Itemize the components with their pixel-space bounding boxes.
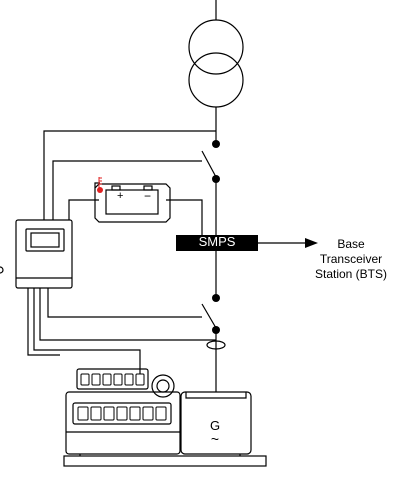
engine-top-cover	[76, 368, 149, 390]
controller-display-screen	[30, 232, 60, 248]
engine-block	[65, 391, 181, 455]
controller-unit	[15, 219, 73, 289]
battery-wire-controller	[68, 199, 99, 220]
controller-indicator	[0, 266, 4, 274]
junction-dot-grid-breaker	[212, 175, 220, 183]
battery-indicator-ticks	[98, 177, 102, 188]
bts-label-line-3: Station (BTS)	[314, 267, 388, 281]
control-wire-gen-breaker	[47, 288, 202, 318]
control-wire-gen-sense	[39, 288, 216, 341]
smps-block	[176, 235, 258, 251]
battery-plus-sign: +	[117, 190, 124, 202]
control-wire-aux	[27, 288, 60, 356]
engine-pulley-hub	[156, 379, 170, 393]
grid-breaker-switch	[201, 150, 217, 178]
control-wire-grid-breaker	[52, 160, 202, 220]
junction-dot-bus	[212, 294, 220, 302]
bts-arrow-head	[305, 238, 318, 248]
battery-icon	[105, 189, 159, 215]
junction-dot-transformer	[212, 140, 220, 148]
generator-breaker-switch	[201, 303, 217, 329]
battery-positive-terminal	[111, 185, 121, 191]
generator-label: G	[209, 418, 221, 433]
bts-label-line-1: Base	[337, 237, 365, 251]
transformer-secondary-coil	[188, 52, 244, 108]
generator-ac-symbol: ~	[210, 431, 220, 447]
engine-cylinder-bank	[72, 402, 172, 425]
skid-base	[63, 455, 267, 467]
junction-dot-gen-breaker	[212, 326, 220, 334]
control-wire-grid-sense	[43, 130, 216, 220]
generator-housing-top	[185, 392, 247, 399]
battery-indicator-lead	[94, 182, 100, 188]
control-wire-engine	[33, 288, 141, 374]
engine-cylinders	[77, 373, 167, 421]
smps-label: SMPS	[198, 234, 236, 249]
bts-label-line-2: Transceiver	[319, 252, 383, 266]
battery-negative-terminal	[143, 185, 153, 191]
battery-minus-sign: −	[144, 189, 152, 203]
controller-display-outer	[25, 228, 65, 252]
bts-label: Base Transceiver Station (BTS)	[296, 237, 406, 282]
battery-wire-smps	[166, 199, 203, 236]
current-transformer	[206, 340, 226, 350]
battery-charger	[94, 183, 171, 223]
battery-status-led	[97, 187, 103, 193]
generator-housing	[180, 391, 252, 455]
engine-pulley	[151, 374, 175, 398]
transformer-primary-coil	[188, 19, 244, 75]
